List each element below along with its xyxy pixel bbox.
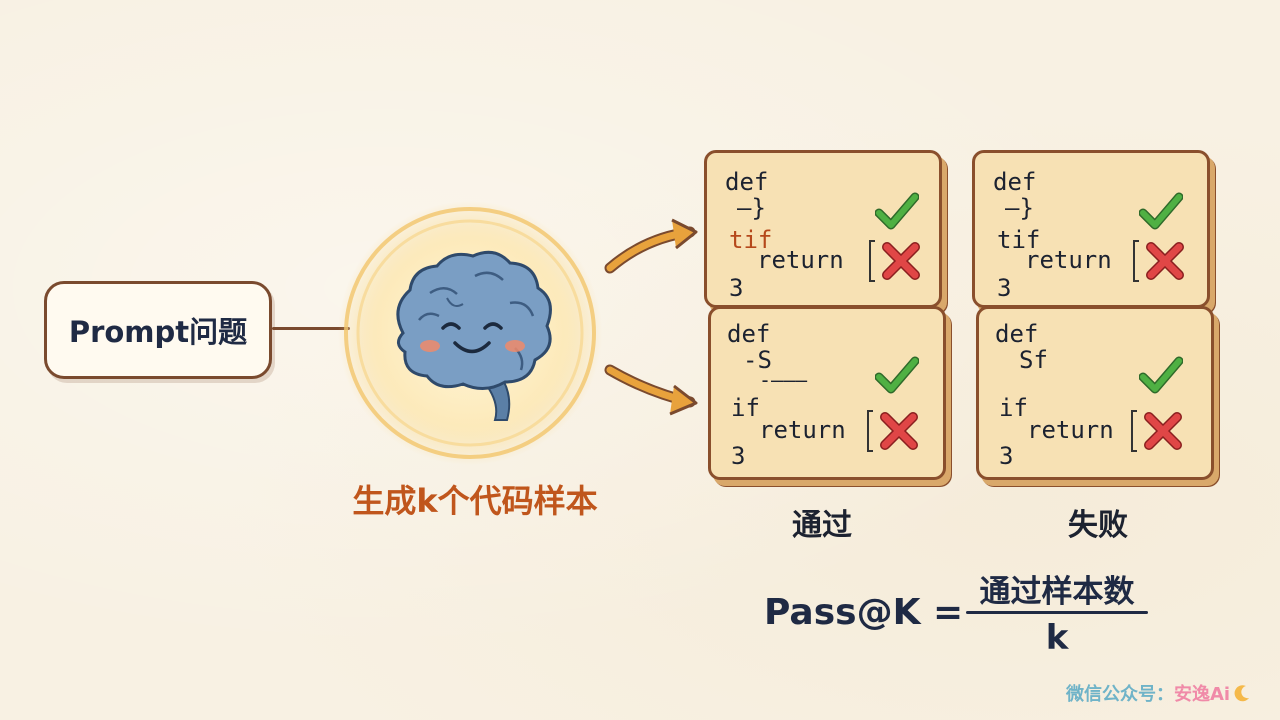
code-line: tif — [997, 226, 1041, 254]
code-line: —} — [737, 194, 766, 222]
code-line: return — [757, 246, 844, 274]
code-line: tif — [729, 226, 773, 254]
prompt-label: Prompt问题 — [68, 315, 248, 349]
bracket-icon — [1131, 410, 1137, 452]
check-icon — [1139, 192, 1183, 230]
code-line: 3 — [999, 442, 1014, 470]
code-card-2: def —} tif return 3 — [972, 150, 1210, 308]
code-line: -——— — [759, 368, 808, 392]
code-line: Sf — [1019, 346, 1048, 374]
code-line: return — [759, 416, 846, 444]
formula-denominator: k — [1045, 618, 1069, 658]
code-card-3: def -S -——— if return 3 — [708, 306, 946, 480]
cross-icon — [1146, 242, 1184, 280]
code-line: def — [993, 168, 1037, 196]
code-line: if — [999, 394, 1028, 422]
moon-icon — [1234, 685, 1250, 702]
code-line: 3 — [731, 442, 746, 470]
code-line: -S — [743, 346, 772, 374]
code-line: —} — [1005, 194, 1034, 222]
fail-column-label: 失败 — [1068, 508, 1128, 543]
code-line: if — [731, 394, 760, 422]
cross-icon — [1144, 412, 1182, 450]
prompt-box: Prompt问题 — [44, 281, 272, 379]
code-line: 3 — [729, 274, 744, 302]
smiling-brain-icon — [335, 198, 605, 468]
watermark-prefix: 微信公众号： — [1066, 684, 1174, 705]
code-line: 3 — [997, 274, 1012, 302]
cross-icon — [882, 242, 920, 280]
code-card-1: def —} tif return 3 — [704, 150, 942, 308]
code-card-4: def Sf if return 3 — [976, 306, 1214, 480]
bracket-icon — [869, 240, 875, 282]
watermark: 微信公众号：安逸Ai — [1066, 680, 1252, 706]
code-line: def — [995, 320, 1039, 348]
formula-fraction-bar — [966, 611, 1148, 614]
arrow-to-bottom-cards — [604, 364, 696, 408]
bracket-icon — [1133, 240, 1139, 282]
cross-icon — [880, 412, 918, 450]
prompt-connector-line — [272, 327, 350, 330]
check-icon — [1139, 356, 1183, 394]
bracket-icon — [867, 410, 873, 452]
check-icon — [875, 356, 919, 394]
formula-lhs: Pass@K = — [764, 592, 964, 633]
code-line: def — [727, 320, 771, 348]
code-line: return — [1025, 246, 1112, 274]
code-line: return — [1027, 416, 1114, 444]
check-icon — [875, 192, 919, 230]
arrow-to-top-cards — [604, 226, 696, 274]
formula-numerator: 通过样本数 — [979, 574, 1135, 610]
pass-column-label: 通过 — [792, 508, 852, 543]
generate-samples-caption: 生成k个代码样本 — [352, 482, 598, 520]
watermark-brand: 安逸Ai — [1174, 684, 1231, 705]
code-line: def — [725, 168, 769, 196]
